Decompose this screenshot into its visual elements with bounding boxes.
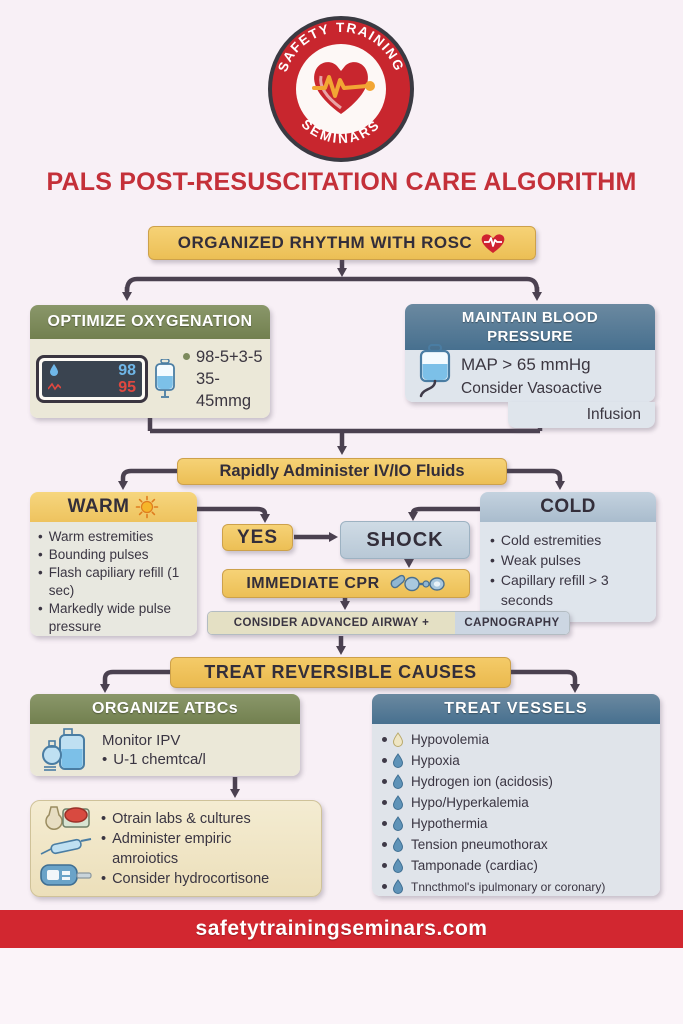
iv-bag-infusion-icon: [419, 344, 451, 398]
safety-training-seminars-logo: SAFETY TRAINING SEMINARS: [268, 16, 414, 162]
footer-url: safetytrainingseminars.com: [195, 917, 488, 940]
bullet-dot: [382, 884, 387, 889]
bullet-dot: •: [38, 565, 43, 580]
bullet-dot: •: [101, 870, 107, 887]
sun-icon: [136, 495, 159, 519]
maintain-vasoactive-line: Consider Vasoactive: [461, 380, 603, 397]
maintain-map-line: MAP > 65 mmHg: [461, 355, 591, 374]
bullet-dot: [382, 800, 387, 805]
warm-box: WARM • Warm estremities • Bounding pulse…: [30, 492, 197, 636]
glucometer-icon: [40, 864, 92, 886]
vessels-item: Hypothermia: [411, 816, 488, 831]
treat-reversible-causes-bar: TREAT REVERSIBLE CAUSES: [170, 657, 511, 688]
droplet-icon: [392, 816, 404, 831]
airway-left-label: CONSIDER ADVANCED AIRWAY +: [208, 612, 455, 634]
warm-item: Bounding pulses: [48, 547, 149, 562]
fluids-bar: Rapidly Administer IV/IO Fluids: [177, 458, 507, 485]
green-bullet: [183, 353, 190, 360]
pulse-oximeter-icon: 98 95: [36, 354, 148, 403]
organize-bullet: U-1 chemtca/l: [113, 751, 206, 768]
droplet-icon: [392, 774, 404, 789]
optimize-value-line2: 35-45mmg: [196, 369, 252, 410]
droplet-icon: [392, 879, 404, 894]
pulse-wave-icon: [47, 382, 62, 391]
vessels-item: Hydrogen ion (acidosis): [411, 774, 553, 789]
bullet-dot: [382, 758, 387, 763]
vessels-item: Tnncthmol's ipulmonary or coronary): [411, 879, 606, 894]
organize-line1: Monitor IPV: [102, 732, 181, 749]
cold-item: Weak pulses: [500, 552, 581, 568]
optimize-oxygenation-box: OPTIMIZE OXYGENATION 98 95: [30, 305, 270, 418]
vessels-item: Tension pneumothorax: [411, 837, 548, 852]
bullet-dot: •: [102, 751, 108, 768]
cold-item: Capillary refill > 3 seconds: [500, 572, 609, 608]
bottom-margin: [0, 948, 683, 1024]
maintain-header-line2: PRESSURE: [487, 328, 573, 345]
bullet-dot: •: [490, 532, 495, 548]
bullet-dot: •: [101, 810, 107, 827]
warm-item: Markedly wide pulse pressure: [48, 601, 172, 634]
immediate-cpr-bar: IMMEDIATE CPR: [222, 569, 470, 598]
advanced-airway-bar: CONSIDER ADVANCED AIRWAY + CAPNOGRAPHY: [207, 611, 570, 635]
droplet-icon-pale: [392, 732, 404, 747]
oximeter-pulse-value: 95: [118, 378, 136, 396]
bullet-dot: •: [38, 601, 43, 616]
bullet-dot: •: [490, 572, 495, 588]
bullet-dot: •: [101, 830, 107, 847]
logo-heart-ekg-icon: [312, 62, 375, 114]
cpr-label: IMMEDIATE CPR: [246, 574, 380, 592]
cold-item: Cold estremities: [500, 532, 602, 548]
treat-vessels-header: TREAT VESSELS: [372, 694, 660, 724]
labs-item: Otrain labs & cultures: [112, 810, 251, 827]
syringe-icon: [40, 838, 92, 855]
bullet-dot: [382, 821, 387, 826]
optimize-value-line1: 98-5+3-5: [196, 347, 263, 366]
heart-ekg-icon: [481, 234, 505, 253]
bullet-dot: [382, 863, 387, 868]
droplet-icon: [392, 753, 404, 768]
cold-box: COLD • Cold estremities • Weak pulses • …: [480, 492, 656, 622]
oximeter-spo2-value: 98: [118, 361, 136, 379]
bullet-dot: •: [38, 547, 43, 562]
warm-item: Flash capiliary refill (1 sec): [48, 565, 180, 598]
maintain-header-line1: MAINTAIN BLOOD: [461, 309, 599, 326]
warm-item: Warm estremities: [48, 529, 154, 544]
labs-item: Consider hydrocortisone: [112, 870, 270, 887]
droplet-icon: [392, 837, 404, 852]
footer-bar: safetytrainingseminars.com: [0, 910, 683, 948]
cold-header: COLD: [480, 492, 656, 522]
bullet-dot: [382, 779, 387, 784]
iv-bag-icon: [155, 358, 175, 398]
optimize-oxygenation-header: OPTIMIZE OXYGENATION: [30, 305, 270, 339]
shock-box: SHOCK: [340, 521, 470, 559]
rosc-label: ORGANIZED RHYTHM WITH ROSC: [177, 233, 473, 252]
bullet-dot: [382, 737, 387, 742]
maintain-infusion-tab: Infusion: [508, 402, 655, 428]
bag-valve-mask-icon: [390, 574, 445, 591]
droplet-icon: [392, 858, 404, 873]
warm-header: WARM: [67, 496, 130, 517]
bullet-dot: •: [38, 529, 43, 544]
droplet-icon: [392, 795, 404, 810]
rosc-bar: ORGANIZED RHYTHM WITH ROSC: [148, 226, 536, 260]
bullet-dot: •: [490, 552, 495, 568]
vessels-item: Hypovolemia: [411, 732, 490, 747]
lab-specimen-icon: [45, 806, 90, 830]
treat-vessels-box: TREAT VESSELS Hypovolemia Hypoxia Hydrog…: [372, 694, 660, 896]
vessels-item: Hypo/Hyperkalemia: [411, 795, 529, 810]
vessels-item: Tamponade (cardiac): [411, 858, 538, 873]
yes-box: YES: [222, 524, 293, 551]
organize-atbcs-box: ORGANIZE ATBCs Monitor IPV • U-1 chemtca…: [30, 694, 300, 776]
lab-bottles-icon: [42, 728, 85, 771]
spo2-drop-icon: [50, 364, 58, 376]
labs-item: Administer empiric amroiotics: [112, 830, 232, 867]
labs-cultures-box: • Otrain labs & cultures • Administer em…: [30, 800, 322, 897]
airway-right-label: CAPNOGRAPHY: [455, 612, 569, 634]
page-title: PALS POST-RESUSCITATION CARE ALGORITHM: [46, 168, 637, 196]
vessels-item: Hypoxia: [411, 753, 460, 768]
maintain-blood-pressure-box: MAINTAIN BLOOD PRESSURE MAP > 65 mmHg Co…: [405, 304, 655, 428]
bullet-dot: [382, 842, 387, 847]
organize-atbcs-header: ORGANIZE ATBCs: [30, 694, 300, 724]
